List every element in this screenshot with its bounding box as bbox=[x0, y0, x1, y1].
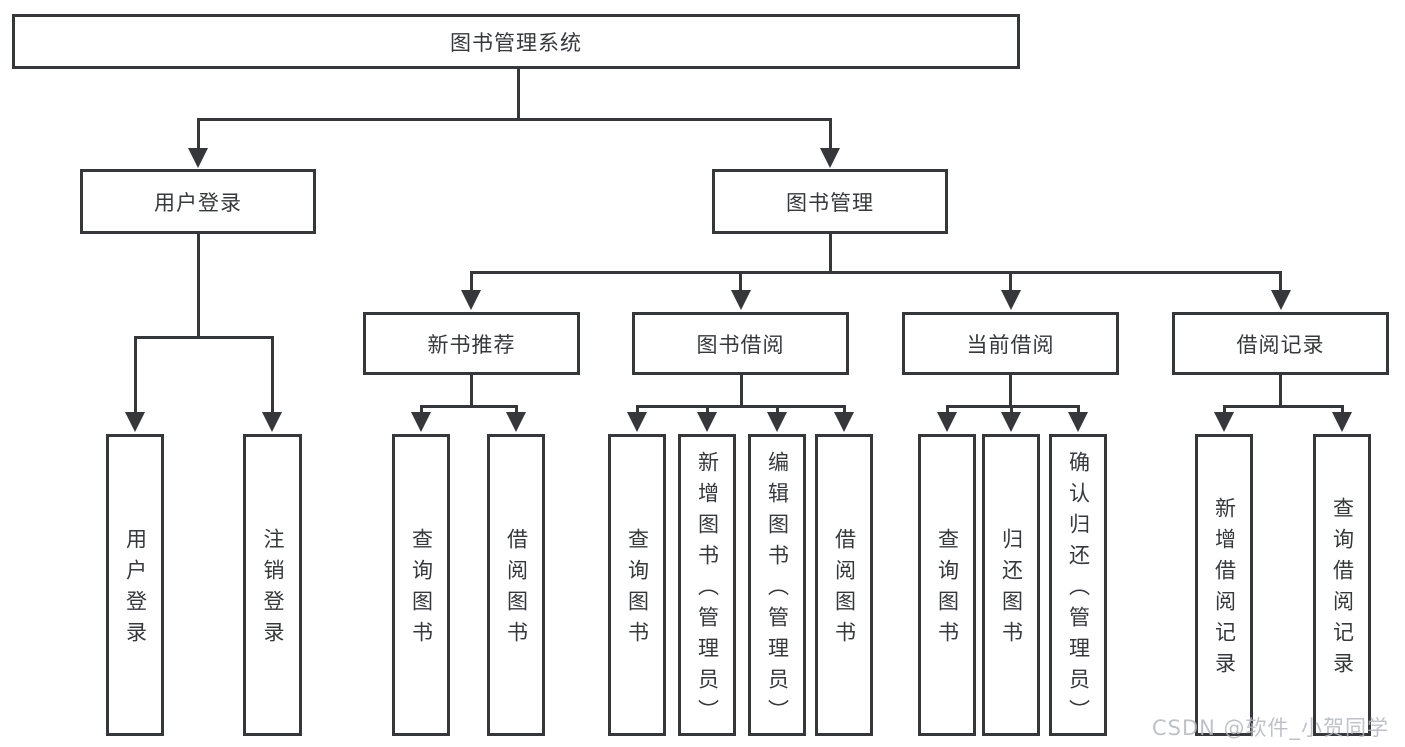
arrow-down-icon bbox=[820, 148, 840, 168]
connector-line bbox=[1278, 375, 1282, 408]
arrow-down-icon bbox=[1068, 412, 1088, 432]
node-label: 借阅图书 bbox=[832, 528, 857, 652]
node-label: 查询图书 bbox=[935, 528, 960, 652]
node-book-borrowing: 图书借阅 bbox=[632, 312, 849, 375]
leaf-logout: 注销登录 bbox=[243, 434, 302, 736]
connector-line bbox=[842, 405, 846, 414]
arrow-down-icon bbox=[834, 412, 854, 432]
connector-line bbox=[1008, 375, 1012, 408]
node-label: 当前借阅 bbox=[966, 332, 1055, 357]
node-new-book-recommendation: 新书推荐 bbox=[363, 312, 580, 375]
node-label: 注销登录 bbox=[261, 528, 285, 652]
arrow-down-icon bbox=[697, 412, 717, 432]
connector-line bbox=[196, 233, 200, 336]
leaf-query-borrow-record: 查询借阅记录 bbox=[1313, 434, 1371, 736]
connector-line bbox=[1076, 405, 1080, 414]
arrow-down-icon bbox=[767, 412, 787, 432]
connector-line bbox=[1009, 405, 1013, 414]
arrow-down-icon bbox=[1214, 412, 1234, 432]
arrow-down-icon bbox=[937, 412, 957, 432]
arrow-down-icon bbox=[1270, 290, 1291, 310]
connector-line bbox=[828, 118, 832, 150]
connector-line bbox=[828, 233, 832, 274]
connector-line bbox=[469, 375, 473, 408]
node-root-library-management-system: 图书管理系统 bbox=[12, 14, 1020, 69]
node-label: 图书管理 bbox=[786, 190, 874, 215]
connector-line bbox=[635, 405, 846, 408]
connector-line bbox=[1340, 405, 1344, 414]
node-label: 编辑图书（管理员） bbox=[765, 450, 790, 730]
arrow-down-icon bbox=[461, 290, 481, 310]
arrow-down-icon bbox=[730, 290, 751, 310]
leaf-user-login: 用户登录 bbox=[106, 434, 164, 736]
leaf-borrow-books: 借阅图书 bbox=[815, 434, 873, 736]
node-label: 归还图书 bbox=[999, 528, 1024, 652]
connector-line bbox=[775, 405, 779, 414]
connector-line bbox=[739, 375, 743, 408]
arrow-down-icon bbox=[188, 148, 208, 168]
leaf-add-books-admin: 新增图书（管理员） bbox=[678, 434, 736, 736]
node-book-management: 图书管理 bbox=[712, 169, 948, 234]
connector-line bbox=[1222, 405, 1344, 408]
node-label: 新书推荐 bbox=[427, 332, 516, 357]
node-current-borrowing: 当前借阅 bbox=[902, 312, 1119, 375]
leaf-query-books-current: 查询图书 bbox=[918, 434, 976, 736]
connector-line bbox=[945, 405, 1080, 408]
connector-line bbox=[739, 271, 742, 292]
connector-line bbox=[1279, 271, 1282, 292]
arrow-down-icon bbox=[627, 412, 647, 432]
node-label: 确认归还（管理员） bbox=[1066, 450, 1091, 730]
leaf-add-borrow-record: 新增借阅记录 bbox=[1195, 434, 1253, 736]
connector-line bbox=[196, 118, 200, 150]
connector-line bbox=[133, 336, 274, 339]
node-label: 用户登录 bbox=[154, 190, 242, 215]
connector-line bbox=[516, 69, 520, 118]
connector-line bbox=[419, 405, 423, 414]
node-label: 借阅记录 bbox=[1236, 332, 1325, 357]
arrow-down-icon bbox=[1000, 290, 1021, 310]
connector-line bbox=[270, 336, 274, 412]
connector-line bbox=[196, 118, 832, 121]
node-label: 借阅图书 bbox=[504, 528, 529, 652]
arrow-down-icon bbox=[262, 412, 282, 432]
leaf-return-books: 归还图书 bbox=[982, 434, 1040, 736]
node-label: 图书借阅 bbox=[696, 332, 785, 357]
node-label: 新增图书（管理员） bbox=[695, 450, 720, 730]
connector-line bbox=[945, 405, 949, 414]
leaf-confirm-return-admin: 确认归还（管理员） bbox=[1049, 434, 1107, 736]
arrow-down-icon bbox=[506, 412, 526, 432]
connector-line bbox=[419, 405, 518, 408]
arrow-down-icon bbox=[125, 412, 145, 432]
arrow-down-icon bbox=[1001, 412, 1021, 432]
leaf-edit-books-admin: 编辑图书（管理员） bbox=[748, 434, 806, 736]
csdn-watermark: CSDN @软件_小贺同学 bbox=[1152, 716, 1390, 740]
leaf-query-books-recommendation: 查询图书 bbox=[392, 434, 450, 736]
arrow-down-icon bbox=[1332, 412, 1352, 432]
leaf-borrow-books-recommendation: 借阅图书 bbox=[487, 434, 545, 736]
node-user-login: 用户登录 bbox=[80, 169, 316, 234]
node-label: 查询图书 bbox=[625, 528, 650, 652]
connector-line bbox=[635, 405, 639, 414]
leaf-query-books-borrowing: 查询图书 bbox=[608, 434, 666, 736]
connector-line bbox=[469, 271, 473, 292]
connector-line bbox=[1009, 271, 1012, 292]
arrow-down-icon bbox=[411, 412, 431, 432]
node-label: 用户登录 bbox=[123, 528, 148, 652]
connector-line bbox=[469, 271, 1282, 274]
node-label: 新增借阅记录 bbox=[1212, 497, 1237, 683]
connector-line bbox=[1222, 405, 1226, 414]
connector-line bbox=[705, 405, 709, 414]
connector-line bbox=[514, 405, 518, 414]
node-borrowing-records: 借阅记录 bbox=[1172, 312, 1389, 375]
connector-line bbox=[133, 336, 137, 412]
node-label: 图书管理系统 bbox=[450, 30, 582, 55]
node-label: 查询图书 bbox=[409, 528, 434, 652]
node-label: 查询借阅记录 bbox=[1330, 497, 1355, 683]
